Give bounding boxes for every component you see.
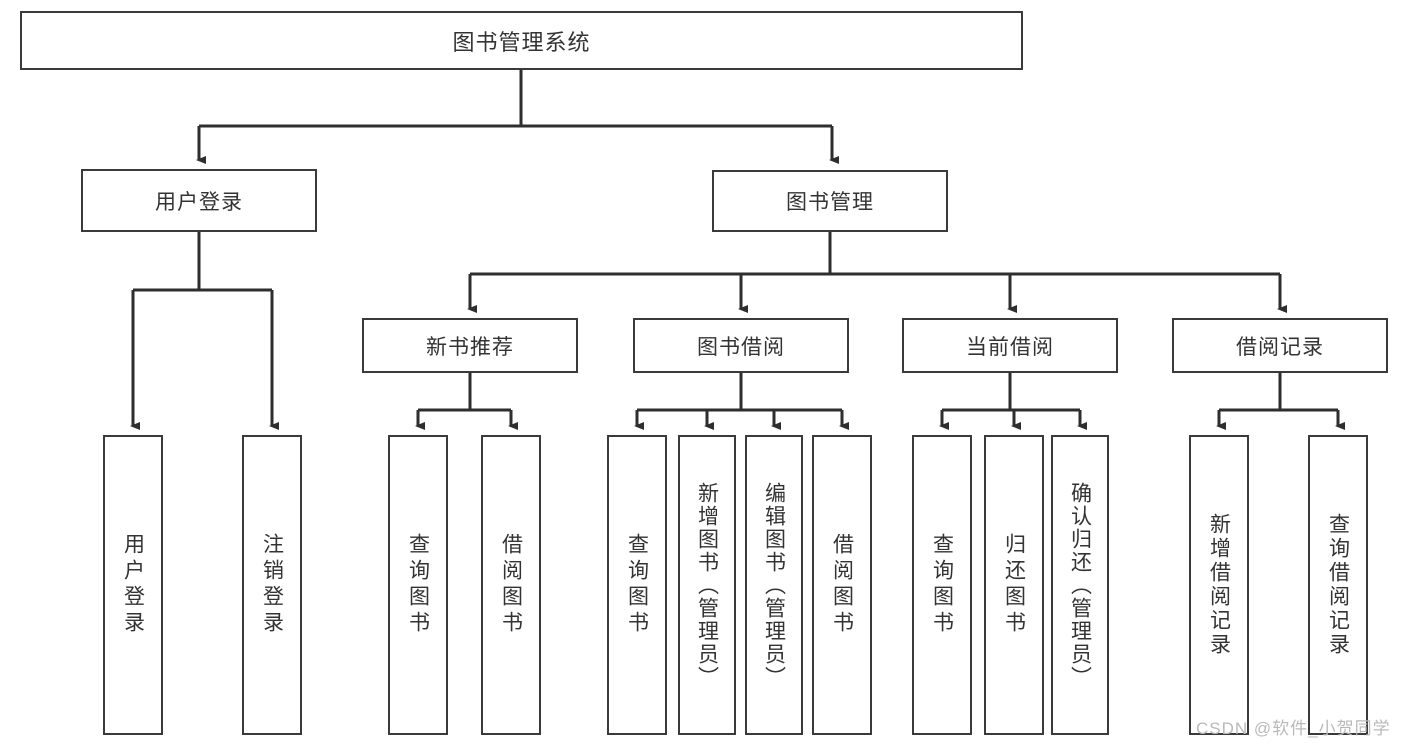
node-label: 图书管理 [786,191,874,214]
node-new-book-recommend[interactable]: 新书推荐 [362,318,578,373]
node-label: 注销登录 [260,533,284,637]
node-label: 图书借阅 [697,335,785,359]
node-root-book-management-system[interactable]: 图书管理系统 [20,11,1023,70]
node-leaf-user-logout[interactable]: 注销登录 [242,435,302,735]
watermark: CSDN @软件_小贺同学 [1196,719,1391,738]
node-leaf-return-book[interactable]: 归还图书 [984,435,1044,735]
node-label: 确认归还（管理员） [1068,481,1092,689]
node-label: 查询图书 [625,533,649,637]
node-leaf-query-book-3[interactable]: 查询图书 [912,435,972,735]
node-user-login[interactable]: 用户登录 [81,169,317,232]
node-label: 用户登录 [121,533,145,637]
node-label: 借阅记录 [1236,335,1324,359]
node-label: 图书管理系统 [452,29,591,55]
node-leaf-user-login[interactable]: 用户登录 [103,435,163,735]
node-label: 新书推荐 [426,335,514,359]
node-label: 查询图书 [406,533,430,637]
node-borrow-record[interactable]: 借阅记录 [1172,318,1388,373]
node-label: 查询图书 [930,533,954,637]
node-label: 新增图书（管理员） [695,481,719,689]
node-label: 归还图书 [1002,533,1026,637]
node-leaf-borrow-book-2[interactable]: 借阅图书 [812,435,872,735]
node-label: 新增借阅记录 [1207,513,1231,657]
node-leaf-add-book-admin[interactable]: 新增图书（管理员） [678,435,736,735]
node-label: 借阅图书 [499,533,523,637]
node-leaf-add-borrow-record[interactable]: 新增借阅记录 [1189,435,1249,735]
node-label: 当前借阅 [966,335,1054,359]
node-leaf-query-borrow-record[interactable]: 查询借阅记录 [1308,435,1368,735]
node-leaf-query-book-2[interactable]: 查询图书 [607,435,667,735]
node-book-borrow[interactable]: 图书借阅 [633,318,849,373]
node-book-management[interactable]: 图书管理 [712,170,948,232]
node-leaf-edit-book-admin[interactable]: 编辑图书（管理员） [745,435,803,735]
node-leaf-borrow-book-1[interactable]: 借阅图书 [481,435,541,735]
node-label: 编辑图书（管理员） [762,481,786,689]
node-leaf-confirm-return-admin[interactable]: 确认归还（管理员） [1051,435,1109,735]
node-label: 查询借阅记录 [1326,513,1350,657]
node-current-borrow[interactable]: 当前借阅 [902,318,1118,373]
node-leaf-query-book-1[interactable]: 查询图书 [388,435,448,735]
node-label: 用户登录 [155,190,243,214]
node-label: 借阅图书 [830,533,854,637]
